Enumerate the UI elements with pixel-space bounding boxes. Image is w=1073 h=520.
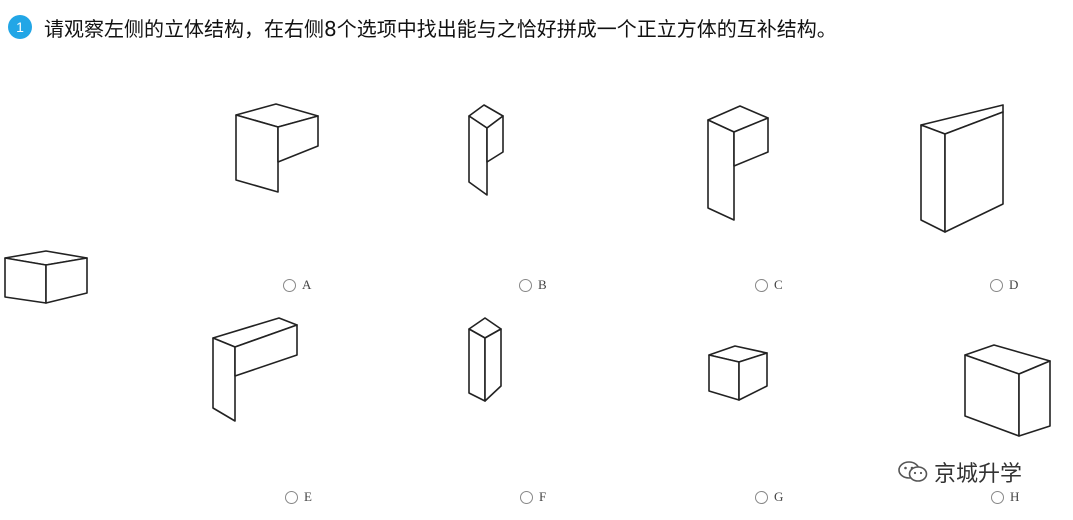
radio-icon[interactable] xyxy=(991,490,1004,504)
option-h-choice[interactable]: H xyxy=(991,487,1019,507)
option-b-choice[interactable]: B xyxy=(519,275,547,295)
option-e-choice[interactable]: E xyxy=(285,487,312,507)
option-h-figure xyxy=(920,337,1060,467)
option-c-figure xyxy=(700,100,830,260)
option-g-letter: G xyxy=(774,489,784,504)
question-header: 1 请观察左侧的立体结构，在右侧8个选项中找出能与之恰好拼成一个正立方体的互补结… xyxy=(8,10,837,44)
option-d-choice[interactable]: D xyxy=(990,275,1018,295)
radio-icon[interactable] xyxy=(285,490,298,504)
radio-icon[interactable] xyxy=(283,278,296,292)
option-g-choice[interactable]: G xyxy=(755,487,783,507)
option-b-letter: B xyxy=(538,277,547,292)
option-e-letter: E xyxy=(304,489,312,504)
option-a-figure xyxy=(212,100,352,260)
radio-icon[interactable] xyxy=(755,278,768,292)
watermark-text: 京城升学 xyxy=(934,462,1023,487)
option-d-letter: D xyxy=(1009,277,1019,292)
option-e-figure xyxy=(207,313,352,478)
option-h-letter: H xyxy=(1010,489,1020,504)
given-structure-figure xyxy=(0,245,115,355)
question-text: 请观察左侧的立体结构，在右侧8个选项中找出能与之恰好拼成一个正立方体的互补结构。 xyxy=(44,16,837,41)
wechat-icon xyxy=(898,460,928,484)
option-c-letter: C xyxy=(774,277,783,292)
question-number-badge: 1 xyxy=(8,15,32,39)
radio-icon[interactable] xyxy=(990,278,1003,292)
option-f-letter: F xyxy=(539,489,547,504)
radio-icon[interactable] xyxy=(755,490,768,504)
option-a-letter: A xyxy=(302,277,312,292)
option-a-choice[interactable]: A xyxy=(283,275,311,295)
option-g-figure xyxy=(683,337,823,477)
watermark: 京城升学 xyxy=(898,456,1022,488)
option-f-figure xyxy=(447,313,592,478)
option-f-choice[interactable]: F xyxy=(520,487,546,507)
option-b-figure xyxy=(447,100,587,260)
option-d-figure xyxy=(915,100,1060,260)
radio-icon[interactable] xyxy=(519,278,532,292)
option-c-choice[interactable]: C xyxy=(755,275,783,295)
radio-icon[interactable] xyxy=(520,490,533,504)
